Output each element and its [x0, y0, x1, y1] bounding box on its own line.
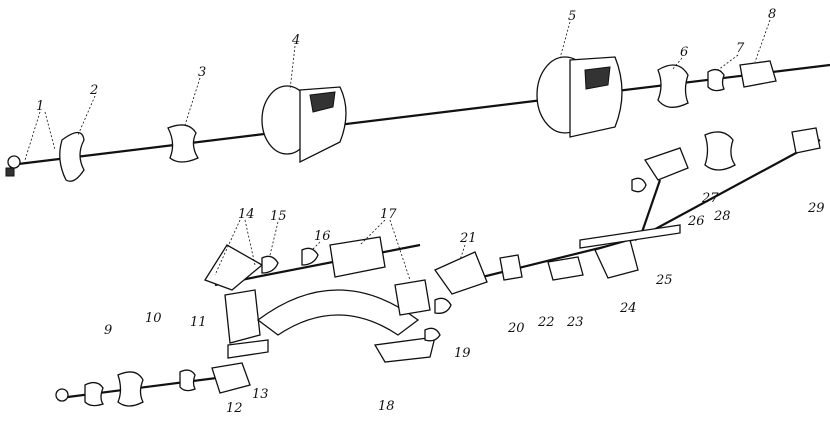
- label-7: 7: [736, 41, 745, 56]
- label-8: 8: [768, 7, 776, 22]
- label-27: 27: [701, 191, 719, 206]
- label-10: 10: [145, 311, 162, 326]
- lens-19: [424, 327, 441, 342]
- prism-24: [594, 239, 639, 279]
- label-2: 2: [89, 83, 98, 98]
- label-28: 28: [713, 209, 731, 224]
- label-13: 13: [252, 387, 269, 402]
- lens-4: [261, 85, 347, 164]
- label-26: 26: [687, 214, 705, 229]
- lens-20: [434, 297, 452, 314]
- lamp-9-source: [55, 388, 69, 402]
- lamp-1: [5, 155, 21, 177]
- prism-17: [329, 236, 386, 278]
- label-29: 29: [807, 201, 825, 216]
- label-25: 25: [655, 273, 673, 288]
- lens-3: [167, 124, 199, 163]
- prism-14: [204, 244, 264, 291]
- block-13: [224, 289, 261, 344]
- rail-25: [579, 224, 681, 249]
- label-14: 14: [238, 207, 255, 222]
- lens-10: [117, 371, 144, 407]
- label-22: 22: [537, 315, 555, 330]
- lens-5: [536, 56, 623, 138]
- block-23: [547, 256, 584, 281]
- element-29: [791, 127, 821, 154]
- block-17b: [394, 279, 431, 316]
- lens-6: [657, 64, 689, 108]
- label-23: 23: [566, 315, 584, 330]
- label-15: 15: [270, 209, 287, 224]
- label-24: 24: [619, 301, 637, 316]
- right-optical-axis: [634, 139, 821, 241]
- label-12: 12: [226, 401, 243, 416]
- arc-mount: [256, 289, 420, 336]
- lens-7: [707, 68, 725, 92]
- label-6: 6: [680, 45, 688, 60]
- element-22: [499, 254, 523, 281]
- leader-lines: [24, 19, 771, 281]
- middle-optical-axis: [214, 243, 421, 287]
- base-13: [227, 339, 269, 359]
- label-16: 16: [314, 229, 331, 244]
- lens-26: [631, 177, 647, 193]
- label-4: 4: [291, 33, 300, 48]
- lens-9: [84, 381, 105, 407]
- lens-2: [59, 131, 85, 182]
- label-20: 20: [507, 321, 525, 336]
- block-18: [373, 336, 436, 363]
- lens-28: [704, 131, 736, 171]
- prism-21: [434, 251, 488, 295]
- label-3: 3: [198, 65, 206, 80]
- prism-12: [211, 362, 251, 394]
- element-8: [739, 60, 777, 88]
- label-9: 9: [104, 323, 112, 338]
- upper-optical-axis: [9, 63, 830, 167]
- prism-27: [644, 147, 689, 181]
- label-1: 1: [36, 99, 44, 114]
- label-21: 21: [459, 231, 477, 246]
- lens-15: [261, 255, 279, 274]
- part-labels: 1 2 3 4 5 6 7 8 9 10 11 12 13 14 15 16 1…: [36, 7, 825, 416]
- label-19: 19: [454, 346, 471, 361]
- label-18: 18: [378, 399, 395, 414]
- vertical-beam: [638, 179, 662, 239]
- label-11: 11: [190, 315, 207, 330]
- lens-11: [179, 369, 196, 392]
- label-17: 17: [380, 207, 397, 222]
- label-5: 5: [568, 9, 576, 24]
- lens-16: [301, 247, 319, 266]
